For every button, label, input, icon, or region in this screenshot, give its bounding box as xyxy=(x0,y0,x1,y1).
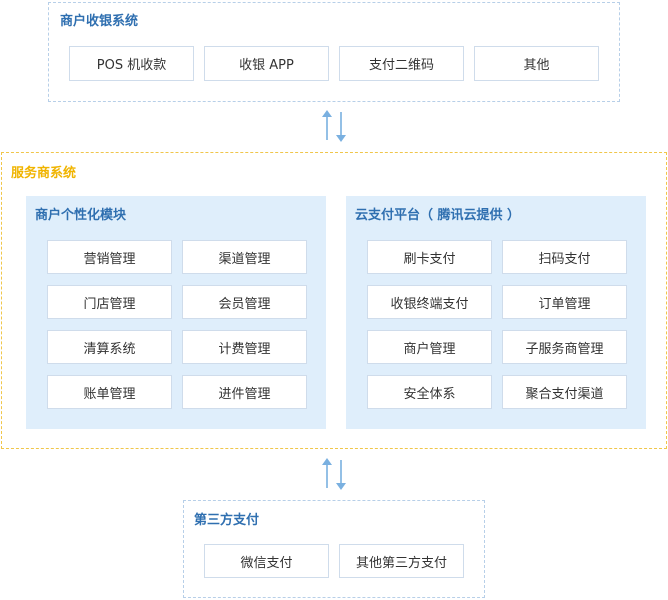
personalization-item-channel[interactable]: 渠道管理 xyxy=(182,240,307,274)
personalization-item-billing[interactable]: 计费管理 xyxy=(182,330,307,364)
personalization-title: 商户个性化模块 xyxy=(35,208,127,223)
cloud-item-merchant-management[interactable]: 商户管理 xyxy=(367,330,492,364)
cloud-item-security[interactable]: 安全体系 xyxy=(367,375,492,409)
cloud-payment-title: 云支付平台（ 腾讯云提供 ） xyxy=(355,208,521,223)
service-provider-title: 服务商系统 xyxy=(11,166,77,181)
cloud-item-card-payment[interactable]: 刷卡支付 xyxy=(367,240,492,274)
merchant-system-title: 商户收银系统 xyxy=(60,14,139,29)
third-party-item-wechat[interactable]: 微信支付 xyxy=(204,544,329,578)
cloud-item-order-management[interactable]: 订单管理 xyxy=(502,285,627,319)
personalization-item-store[interactable]: 门店管理 xyxy=(47,285,172,319)
cloud-item-sub-provider-management[interactable]: 子服务商管理 xyxy=(502,330,627,364)
third-party-title: 第三方支付 xyxy=(194,513,260,528)
cloud-item-terminal-payment[interactable]: 收银终端支付 xyxy=(367,285,492,319)
personalization-item-statement[interactable]: 账单管理 xyxy=(47,375,172,409)
personalization-item-clearing[interactable]: 清算系统 xyxy=(47,330,172,364)
merchant-item-other[interactable]: 其他 xyxy=(474,46,599,81)
cloud-item-scan-payment[interactable]: 扫码支付 xyxy=(502,240,627,274)
bidirectional-arrow-icon xyxy=(322,110,346,142)
cloud-item-aggregate-channel[interactable]: 聚合支付渠道 xyxy=(502,375,627,409)
merchant-item-pos[interactable]: POS 机收款 xyxy=(69,46,194,81)
merchant-item-qrcode[interactable]: 支付二维码 xyxy=(339,46,464,81)
third-party-item-other[interactable]: 其他第三方支付 xyxy=(339,544,464,578)
personalization-item-member[interactable]: 会员管理 xyxy=(182,285,307,319)
merchant-item-app[interactable]: 收银 APP xyxy=(204,46,329,81)
personalization-item-marketing[interactable]: 营销管理 xyxy=(47,240,172,274)
personalization-item-onboarding[interactable]: 进件管理 xyxy=(182,375,307,409)
bidirectional-arrow-icon xyxy=(322,458,346,490)
